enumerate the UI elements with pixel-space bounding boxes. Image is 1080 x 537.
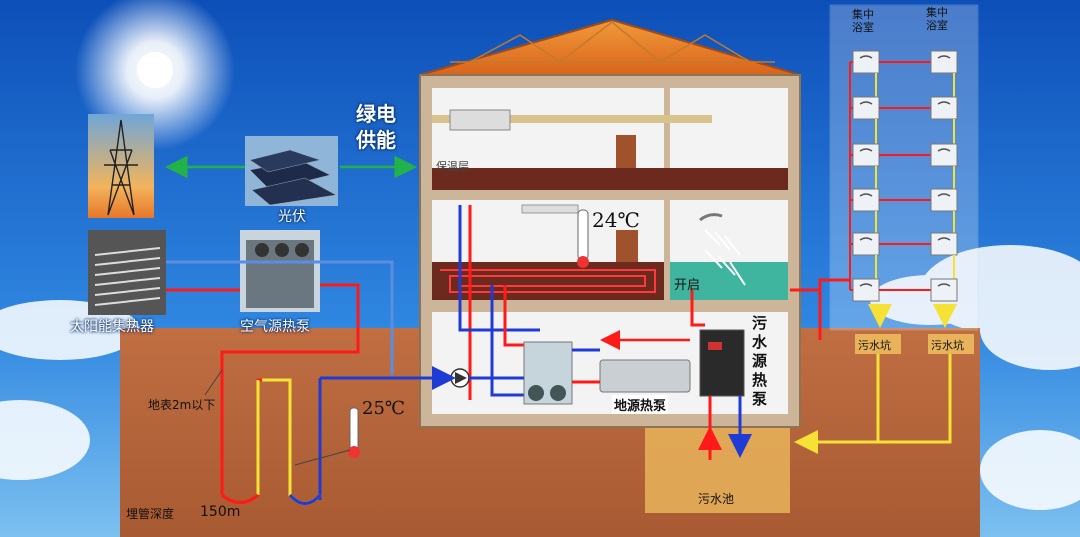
shower-stall bbox=[930, 50, 958, 74]
green-power-label: 绿电 bbox=[356, 102, 396, 126]
shower-stall bbox=[852, 188, 880, 212]
shower-head-icon bbox=[699, 213, 723, 222]
pipe-air-hot bbox=[220, 283, 360, 495]
sewage-pit-label-1: 污水坑 bbox=[858, 339, 891, 352]
sewage-pit-1 bbox=[855, 334, 901, 354]
pipe-cold-return bbox=[166, 260, 394, 375]
shower-head-icon bbox=[859, 193, 873, 197]
gshp-label: 地源热泵 bbox=[612, 395, 669, 414]
shower-head-icon bbox=[937, 101, 951, 105]
bathroom-label-2: 集中浴室 bbox=[926, 6, 948, 32]
shower-stall bbox=[852, 143, 880, 167]
collector-tubes bbox=[94, 247, 161, 306]
ac-indoor-unit bbox=[521, 204, 579, 214]
shower-head-icon bbox=[937, 193, 951, 197]
sun-core bbox=[137, 52, 173, 88]
floor-heating-coil bbox=[440, 269, 656, 293]
sewage-pit-2 bbox=[928, 334, 974, 354]
shower-head-icon bbox=[859, 55, 873, 59]
floor2-heating-floor bbox=[432, 262, 664, 300]
pipe-shower-hot bbox=[690, 290, 705, 327]
shower-stall bbox=[930, 143, 958, 167]
pv-panels bbox=[249, 149, 337, 206]
shower-grid bbox=[849, 50, 958, 302]
roof-truss bbox=[450, 21, 775, 63]
geo-loop-1-bottom bbox=[221, 493, 259, 504]
sewage-pit-label-2: 污水坑 bbox=[931, 339, 964, 352]
floor3-floor bbox=[432, 168, 788, 190]
shower-stall bbox=[852, 278, 880, 302]
shower-head-icon bbox=[859, 101, 873, 105]
pv-label: 光伏 bbox=[278, 209, 306, 225]
shower-head-icon bbox=[937, 283, 951, 287]
shower-stall bbox=[852, 50, 880, 74]
shower-head-icon bbox=[859, 148, 873, 152]
air-duct bbox=[432, 115, 712, 123]
pipe-depth-label: 埋管深度 bbox=[126, 507, 175, 521]
air-heat-pump-label: 空气源热泵 bbox=[240, 319, 310, 335]
shower-stall bbox=[930, 188, 958, 212]
door-floor3 bbox=[616, 135, 636, 168]
shower-head-icon bbox=[937, 237, 951, 241]
ground-source-heat-pump-unit bbox=[599, 359, 691, 393]
shower-stall bbox=[852, 96, 880, 120]
geo-loop-2-bottom bbox=[288, 493, 322, 505]
power-tower-icon bbox=[104, 119, 138, 216]
pointer-line bbox=[294, 449, 351, 466]
pump-arrow bbox=[455, 372, 467, 384]
power-tower-photo bbox=[88, 114, 154, 218]
ground-temp-label: 25℃ bbox=[362, 398, 406, 419]
shower-stall bbox=[930, 232, 958, 256]
shower-head-icon bbox=[937, 55, 951, 59]
pipe-riser-cold bbox=[458, 205, 540, 332]
sewage-unit-display bbox=[708, 342, 722, 350]
shower-head-icon bbox=[859, 283, 873, 287]
supply-label: 供能 bbox=[356, 128, 396, 152]
ac-unit bbox=[449, 109, 511, 131]
water-spray bbox=[704, 229, 746, 286]
surface-depth-label: 地表2m以下 bbox=[148, 398, 216, 412]
shower-stall bbox=[930, 278, 958, 302]
drain-to-pool-2 bbox=[878, 354, 952, 444]
sewage-pool-label: 污水池 bbox=[698, 492, 735, 506]
solar-collector-label: 太阳能集热器 bbox=[70, 319, 154, 335]
clouds bbox=[0, 245, 1080, 510]
thermometer-room-bulb bbox=[577, 256, 589, 268]
room-temp-label: 24℃ bbox=[592, 208, 640, 232]
sewage-heat-pump-label: 污水源热泵 bbox=[752, 314, 768, 408]
shower-stall bbox=[852, 232, 880, 256]
depth-pointer bbox=[204, 369, 223, 396]
bathroom-label-1: 集中浴室 bbox=[852, 8, 874, 34]
sewage-heat-pump-unit bbox=[699, 329, 745, 397]
tank-pump-1 bbox=[528, 385, 544, 401]
door-floor2 bbox=[616, 230, 638, 262]
pipe-bath-hot bbox=[818, 278, 850, 340]
tank-pump-2 bbox=[550, 385, 566, 401]
thermometer-ground-bulb bbox=[348, 446, 360, 458]
insulation-label: 保温层 bbox=[436, 160, 469, 173]
shower-head-icon bbox=[859, 237, 873, 241]
open-label: 开启 bbox=[674, 278, 701, 293]
thermometer-ground bbox=[349, 407, 359, 451]
thermometer-room bbox=[577, 209, 589, 261]
shower-head-icon bbox=[937, 148, 951, 152]
pipe-depth-value: 150m bbox=[200, 504, 241, 520]
shower-stall bbox=[930, 96, 958, 120]
heat-pump-fans bbox=[255, 243, 309, 257]
